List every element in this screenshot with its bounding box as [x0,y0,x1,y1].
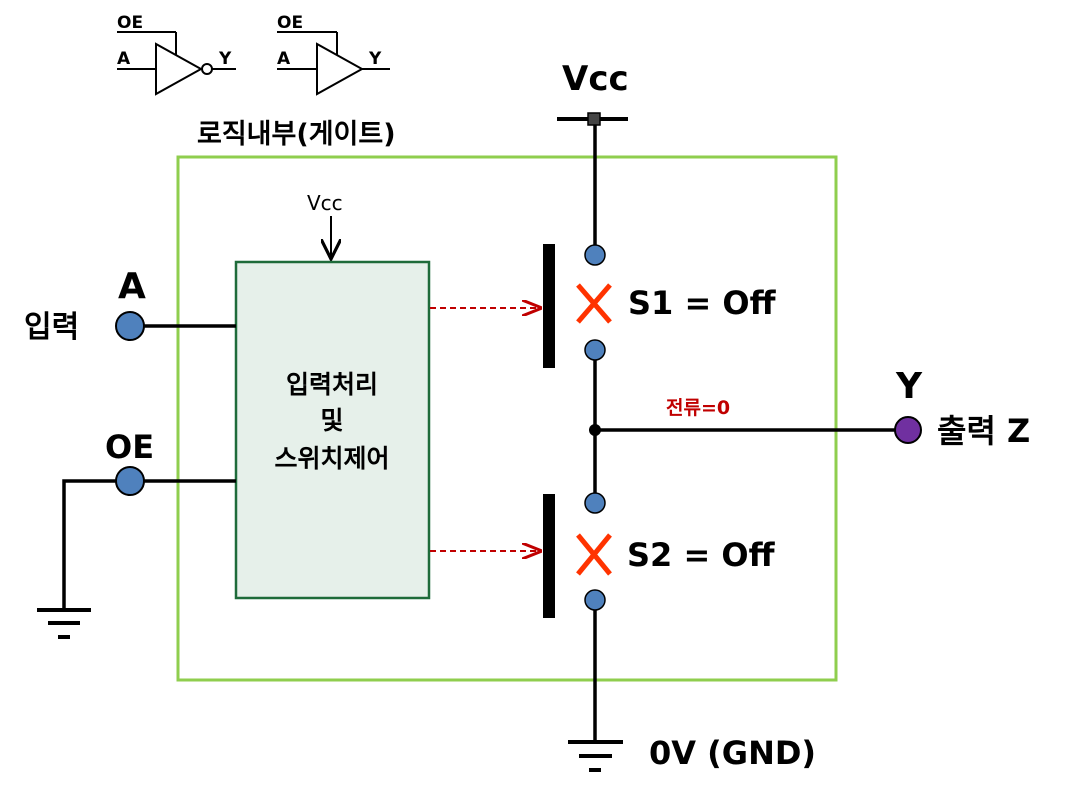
oe-ground-icon [37,608,91,639]
buffer-triangle-icon [316,42,365,96]
s1-gate-bar [543,244,555,368]
control-block-line3: 스위치제어 [274,444,389,473]
inverting-buffer-triangle-icon [155,42,204,96]
s2-top-contact [584,492,606,514]
current-label: 전류=0 [666,397,730,419]
input-oe-label: OE [105,428,154,466]
legend-buf-oe-label: OE [277,13,303,33]
s2-bottom-contact [584,589,606,611]
legend-buf-y-label: Y [368,49,382,69]
legend-inv-y-label: Y [218,49,232,69]
legend-buf-a-label: A [277,49,291,69]
gate-box-border [176,155,838,682]
control-block-line1: 입력처리 [286,370,378,399]
vcc-inner-label: Vcc [307,191,343,215]
legend-inverting-buffer: OE A Y [117,13,236,96]
inversion-bubble-icon [201,63,213,75]
input-a-label: 입력 [24,310,79,345]
control-block-line2: 및 [320,406,343,435]
s1-status-label: S1 = Off [628,284,777,322]
gnd-label: 0V (GND) [649,734,816,772]
gnd-icon [568,740,623,772]
output-label: 출력 Z [937,412,1030,450]
s1-top-contact [584,244,606,266]
input-oe-node [115,466,145,496]
legend-inv-oe-label: OE [117,13,143,33]
output-node [894,416,922,444]
vcc-terminal-icon [587,112,601,126]
input-a-node [115,311,145,341]
s1-bottom-contact [584,339,606,361]
gate-box-title: 로직내부(게이트) [197,119,396,150]
s1-off-x-icon [576,283,612,324]
s2-gate-bar [543,494,555,618]
control-block [234,260,431,600]
vcc-top-label: Vcc [562,59,629,99]
legend-buffer: OE A Y [277,13,390,96]
s2-off-x-icon [576,533,612,576]
legend-inv-a-label: A [117,49,131,69]
output-y-letter: Y [895,366,923,407]
s2-status-label: S2 = Off [627,536,776,574]
input-a-letter: A [118,266,146,307]
